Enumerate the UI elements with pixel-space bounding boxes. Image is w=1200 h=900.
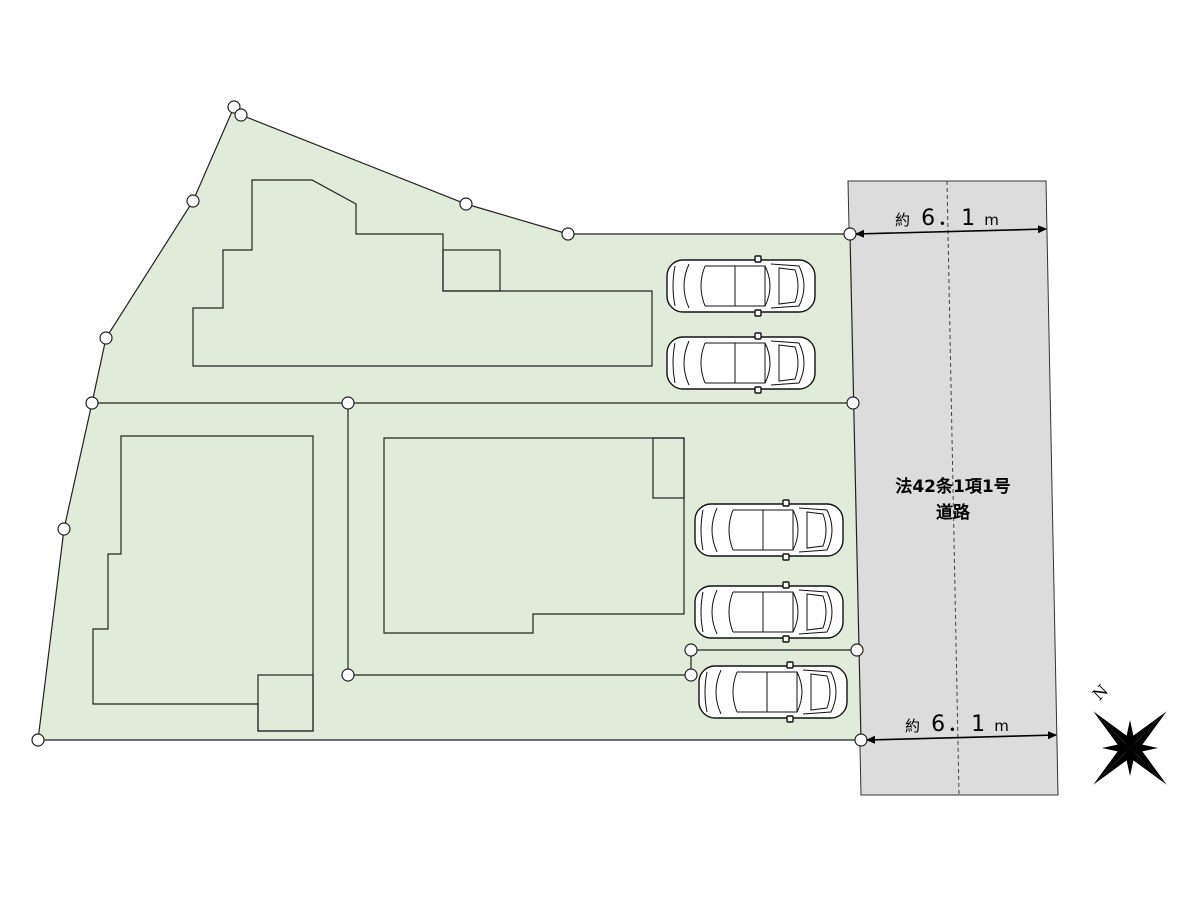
road-width-dimension-top xyxy=(855,225,1047,238)
boundary-markers xyxy=(31,100,868,747)
road-width-top-label: 約 6．1 m xyxy=(895,206,999,231)
road-centerline xyxy=(946,180,960,796)
road-width-bottom-label: 約 6．1 m xyxy=(905,712,1009,737)
building-southwest-annex xyxy=(257,674,314,732)
parking-car-3 xyxy=(694,499,844,561)
road-width-dimension-bottom xyxy=(866,731,1057,744)
building-north xyxy=(192,179,653,367)
building-southeast-annex xyxy=(652,437,685,499)
site-boundary xyxy=(37,105,862,741)
building-north-annex xyxy=(442,249,501,292)
road-label: 道路 xyxy=(936,502,971,523)
lot-lines xyxy=(92,402,857,676)
parking-car-5 xyxy=(698,661,848,723)
parking-car-1 xyxy=(666,255,816,317)
parking-car-2 xyxy=(666,332,816,394)
building-southwest xyxy=(92,435,314,732)
north-label: N xyxy=(1089,681,1112,704)
road-type-label: 法42条1項1号 xyxy=(895,476,1010,497)
north-compass-icon xyxy=(1093,711,1167,785)
parking-car-4 xyxy=(694,581,844,643)
